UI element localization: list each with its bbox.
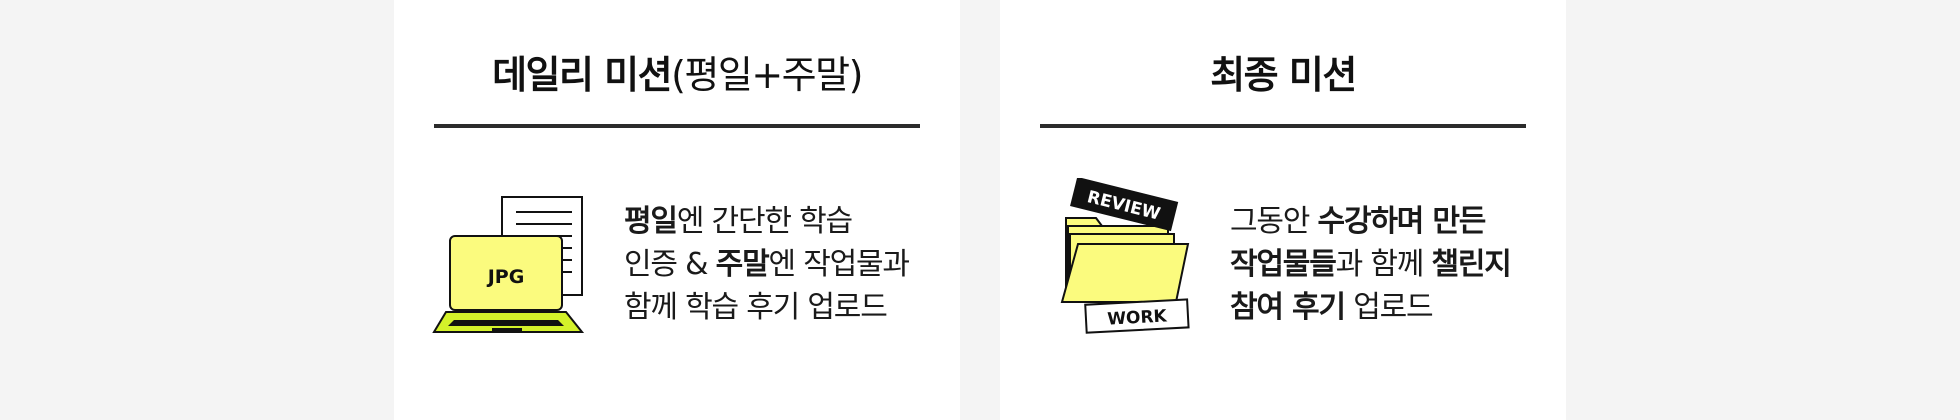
title-divider (1040, 124, 1526, 128)
folder-icon: REVIEW WORK (1058, 176, 1198, 336)
screen-label: JPG (486, 266, 525, 288)
desc-text: 업로드 (1344, 290, 1433, 325)
final-mission-title: 최종 미션 (1210, 53, 1357, 97)
desc-text-bold: 챌린지 (1431, 247, 1511, 282)
desc-text: 엔 작업물과 (768, 247, 910, 282)
weekend-label: 주말 (715, 247, 770, 282)
daily-mission-title-main: 데일리 미션 (492, 53, 673, 97)
daily-mission-title: 데일리 미션(평일+주말) (394, 48, 960, 102)
final-mission-description: 그동안 수강하며 만든 작업물들과 함께 챌린지 참여 후기 업로드 (1230, 200, 1512, 329)
weekday-label: 평일 (624, 204, 678, 239)
desc-text-bold: 작업물들 (1230, 247, 1337, 282)
laptop-icon: JPG (432, 192, 592, 340)
desc-text: 과 함께 (1335, 247, 1432, 282)
desc-text: 그동안 (1230, 204, 1318, 239)
desc-text-bold: 수강하며 만든 (1317, 204, 1487, 239)
daily-mission-description: 평일엔 간단한 학습 인증 & 주말엔 작업물과 함께 학습 후기 업로드 (624, 200, 910, 329)
work-tag: WORK (1107, 306, 1168, 329)
title-divider (434, 124, 920, 128)
desc-text: 엔 간단한 학습 (676, 204, 853, 239)
desc-text: 함께 학습 후기 업로드 (624, 290, 888, 325)
desc-text-bold: 참여 후기 (1230, 290, 1346, 325)
final-mission-card: 최종 미션 REVIEW WORK 그동안 수강하며 만든 작업물들과 함께 챌… (1000, 0, 1566, 420)
daily-mission-card: 데일리 미션(평일+주말) JPG 평일엔 간단한 학습 인증 & 주말엔 작업… (394, 0, 960, 420)
daily-mission-title-sub: (평일+주말) (671, 53, 863, 97)
desc-text: 인증 & (624, 247, 716, 282)
